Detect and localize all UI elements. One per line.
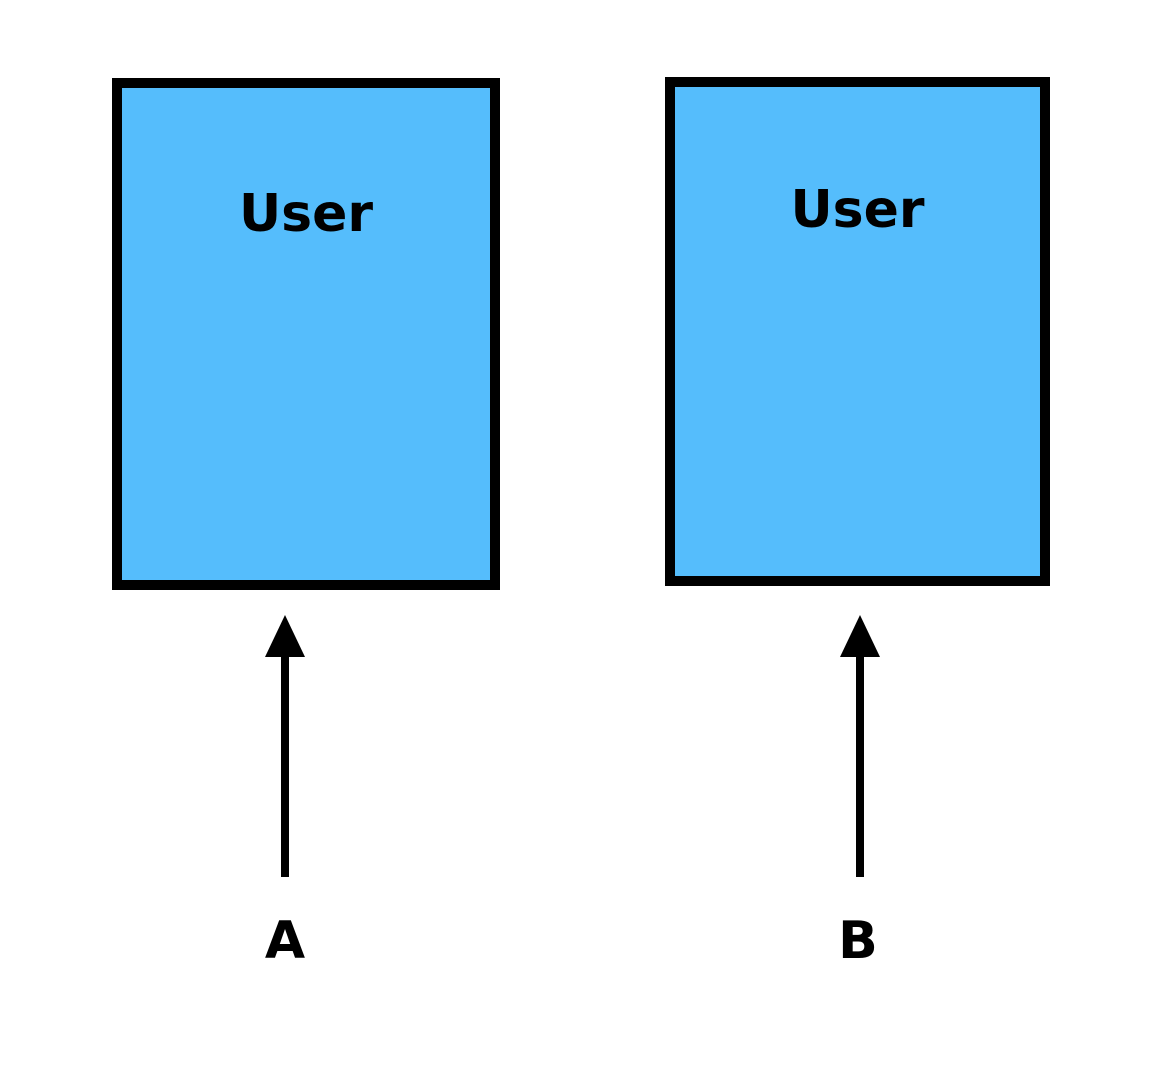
node-label-a: User xyxy=(238,184,374,244)
edge-label-a: A xyxy=(264,911,306,971)
arrow-up-icon-a xyxy=(265,615,305,877)
edge-label-b: B xyxy=(838,911,878,971)
node-box-a[interactable]: User xyxy=(112,78,500,590)
arrow-up-icon-b xyxy=(840,615,880,877)
node-label-b: User xyxy=(790,180,925,240)
node-box-b[interactable]: User xyxy=(665,77,1050,586)
